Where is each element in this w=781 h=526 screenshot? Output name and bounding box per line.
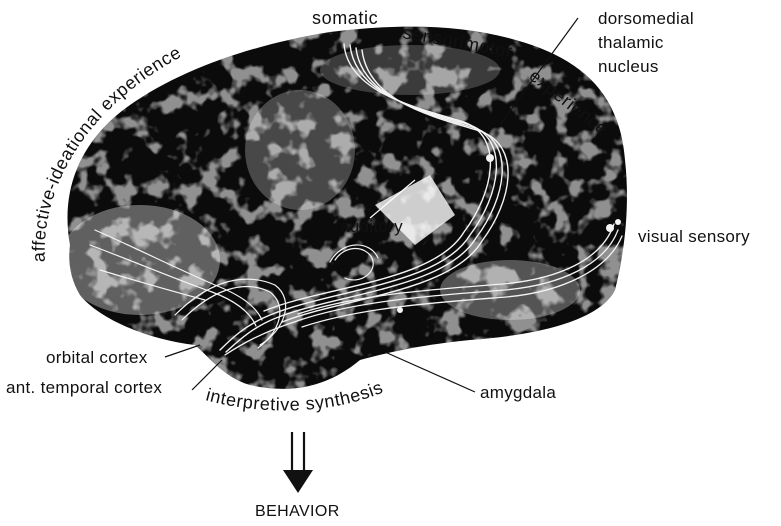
label-visual-sensory: visual sensory [638, 227, 750, 246]
label-somatic: somatic [312, 8, 378, 28]
label-auditory: auditory [340, 217, 403, 236]
label-ant-temporal-cortex: ant. temporal cortex [6, 378, 162, 397]
behavior-arrow [283, 432, 313, 493]
leader-amygdala [385, 352, 475, 392]
label-amygdala: amygdala [480, 383, 556, 402]
leader-ant-temporal [192, 360, 222, 390]
label-thalamic: thalamic [598, 33, 664, 52]
label-behavior: BEHAVIOR [255, 503, 340, 520]
label-nucleus: nucleus [598, 57, 659, 76]
leader-orbital [165, 345, 200, 357]
label-orbital-cortex: orbital cortex [46, 348, 148, 367]
label-dorsomedial: dorsomedial [598, 9, 694, 28]
